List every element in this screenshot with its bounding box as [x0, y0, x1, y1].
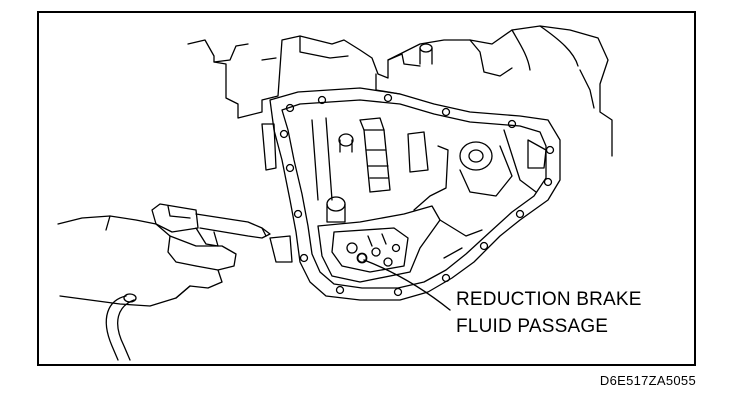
case-flange: [269, 87, 561, 301]
callout-label-line-1: REDUCTION BRAKE: [456, 289, 642, 310]
upper-housing: [187, 25, 613, 157]
figure-code: D6E517ZA5055: [599, 373, 696, 388]
callout-leader-line: [363, 259, 451, 311]
callout-label-line-2: FLUID PASSAGE: [456, 316, 609, 337]
internal-features: [311, 117, 547, 283]
air-gun-and-hand: [57, 203, 271, 361]
figure-frame: [37, 11, 696, 366]
left-bracket: [261, 123, 293, 263]
